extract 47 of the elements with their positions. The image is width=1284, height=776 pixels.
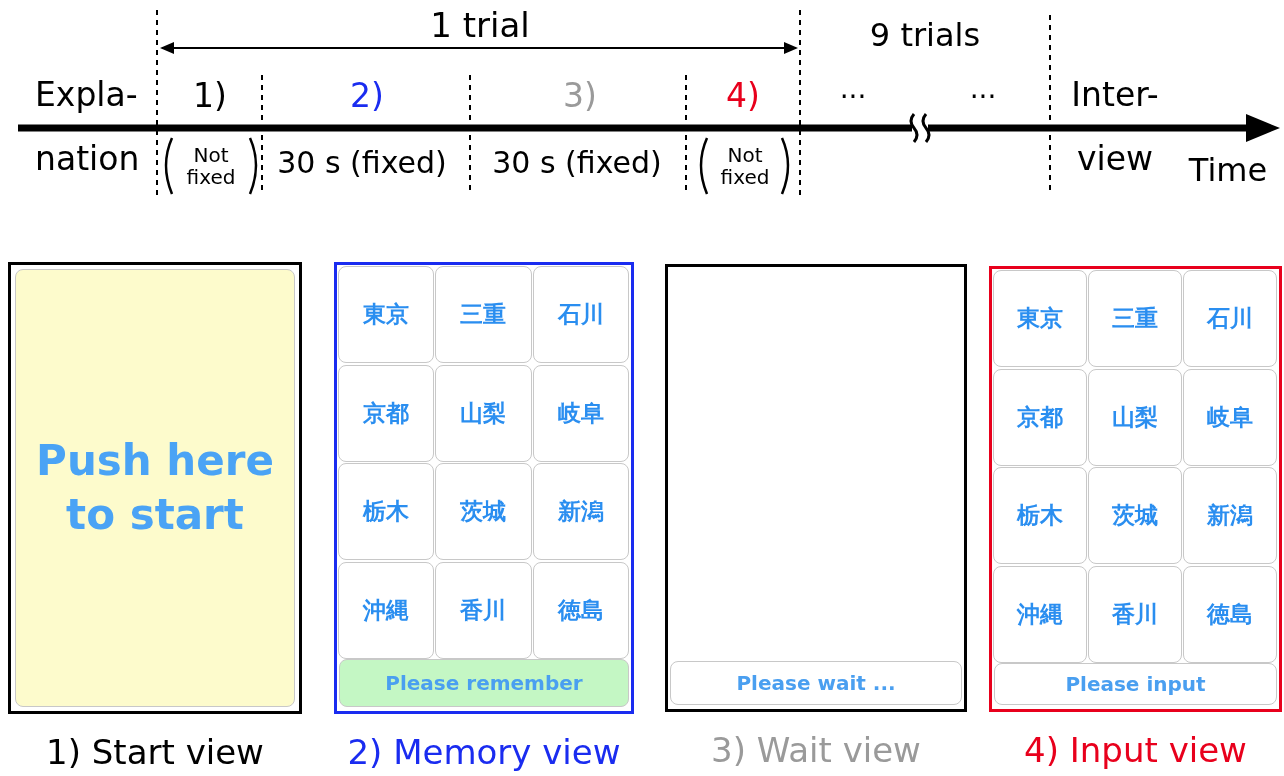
key-button: 新潟 xyxy=(1183,467,1277,564)
duration-label: 30 s (fixed) xyxy=(492,144,662,180)
duration-label: 30 s (fixed) xyxy=(277,144,447,180)
timeline-label: 9 trials xyxy=(869,16,981,54)
step-number: 4) xyxy=(726,75,760,115)
ellipsis: ... xyxy=(969,71,997,105)
key-button: 茨城 xyxy=(435,463,532,560)
message-button: Please wait ... xyxy=(670,661,962,705)
start-button: Push here to start xyxy=(15,269,295,707)
key-button: 沖縄 xyxy=(338,561,435,659)
key-button: 香川 xyxy=(435,561,532,659)
screen-caption: 3) Wait view xyxy=(711,730,921,770)
key-button: 三重 xyxy=(435,266,532,363)
message-button: Please remember xyxy=(339,659,629,707)
message-button: Please input xyxy=(994,663,1277,705)
key-button: 岐阜 xyxy=(532,364,629,462)
key-button: 茨城 xyxy=(1088,467,1182,564)
key-button: 新潟 xyxy=(532,463,629,560)
screen-caption: 4) Input view xyxy=(1024,730,1247,770)
key-button: 石川 xyxy=(532,266,629,363)
key-button: 東京 xyxy=(338,266,435,363)
ellipsis: ... xyxy=(839,71,867,105)
key-button: 栃木 xyxy=(338,463,435,560)
step-number: 2) xyxy=(350,75,384,115)
step-number: 3) xyxy=(563,75,597,115)
key-button: 栃木 xyxy=(993,467,1087,564)
key-button: 山梨 xyxy=(1088,368,1182,466)
key-button: 岐阜 xyxy=(1183,368,1277,466)
screen-caption: 1) Start view xyxy=(46,732,264,772)
key-button: 山梨 xyxy=(435,364,532,462)
duration-label: Not fixed xyxy=(185,144,237,188)
key-button: 東京 xyxy=(993,270,1087,367)
timeline-label: 1 trial xyxy=(430,5,530,45)
key-button: 京都 xyxy=(993,368,1087,466)
key-button: 徳島 xyxy=(532,561,629,659)
key-button: 三重 xyxy=(1088,270,1182,367)
step-number: 1) xyxy=(193,75,227,115)
duration-label: Not fixed xyxy=(719,144,771,188)
key-button: 徳島 xyxy=(1183,565,1277,663)
key-button: 沖縄 xyxy=(993,565,1087,663)
screen-caption: 2) Memory view xyxy=(347,732,621,772)
key-button: 京都 xyxy=(338,364,435,462)
axis-label: Time xyxy=(1188,151,1268,189)
key-button: 石川 xyxy=(1183,270,1277,367)
phase-label: Expla- nation xyxy=(35,74,135,180)
key-button: 香川 xyxy=(1088,565,1182,663)
phase-label: Inter- view xyxy=(1070,74,1160,180)
